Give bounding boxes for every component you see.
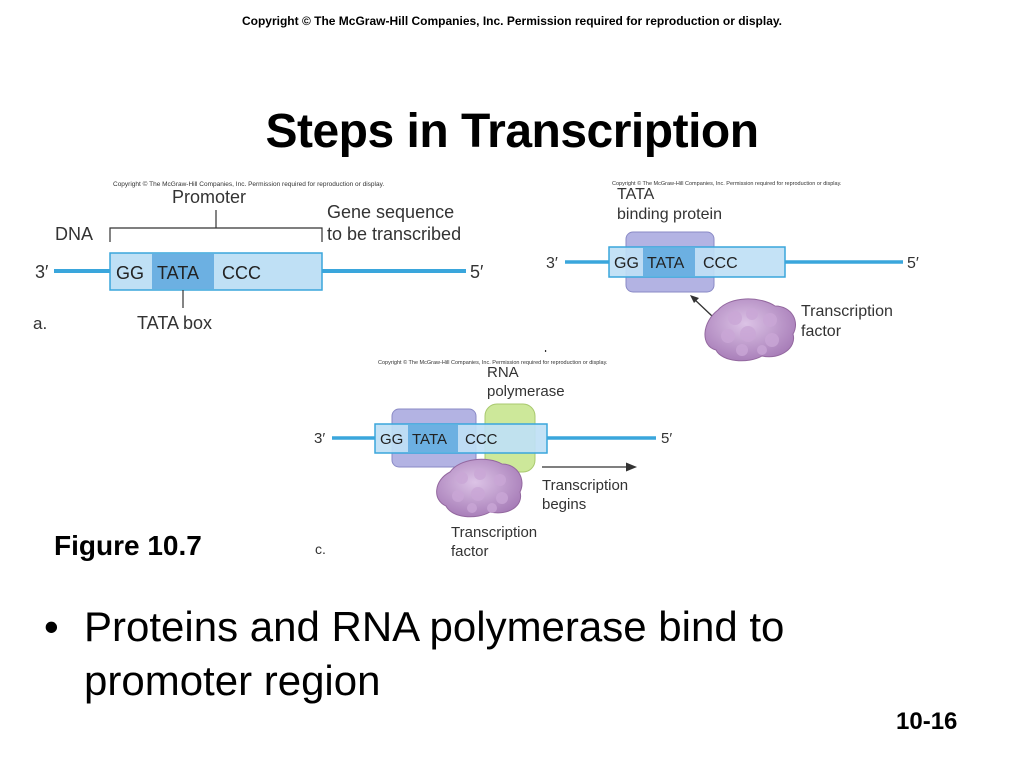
tata-region (152, 254, 214, 289)
promoter-box (608, 246, 786, 278)
panel-c: Copyright © The McGraw-Hill Companies, I… (314, 359, 672, 560)
slide-title: Steps in Transcription (265, 105, 759, 158)
gg-sequence: GG (380, 431, 403, 448)
rna-polymerase-label-1: RNA (487, 364, 519, 381)
panel-c-letter: c. (315, 541, 326, 557)
promoter-box (374, 423, 548, 454)
gene-sequence-label-2: to be transcribed (327, 224, 461, 244)
gene-sequence-label-1: Gene sequence (327, 202, 454, 222)
tata-region (408, 425, 458, 452)
tata-region (643, 248, 695, 276)
transcription-factor-label-2: factor (801, 323, 842, 340)
panel-b-copyright: Copyright © The McGraw-Hill Companies, I… (612, 180, 842, 187)
tata-sequence: TATA (412, 431, 447, 448)
tata-sequence: TATA (647, 255, 685, 272)
promoter-box (109, 252, 323, 291)
binding-arrow (692, 297, 713, 317)
transcription-factor-blob (436, 458, 523, 518)
ccc-sequence: CCC (222, 263, 261, 283)
promoter-bracket (109, 227, 323, 242)
ccc-sequence: CCC (703, 255, 738, 272)
slide-number: 10-16 (896, 708, 958, 735)
transcription-factor-blob (704, 298, 797, 362)
dna-label: DNA (55, 224, 93, 244)
tata-sequence: TATA (157, 263, 199, 283)
ccc-sequence: CCC (465, 431, 498, 448)
binding-arrowhead (690, 295, 699, 303)
five-prime-end: 5′ (907, 255, 919, 272)
transcription-factor-label-2: factor (451, 543, 489, 560)
gg-sequence: GG (116, 263, 144, 283)
transcription-begins-label-1: Transcription (542, 477, 628, 494)
tata-box-label: TATA box (137, 313, 212, 333)
tbp-label-2: binding protein (617, 206, 722, 223)
panel-a-letter: a. (33, 314, 47, 333)
bullet-text: Proteins and RNA polymerase bind to prom… (84, 603, 785, 704)
bullet-mark: • (44, 603, 59, 650)
gg-sequence: GG (614, 255, 639, 272)
figure-label: Figure 10.7 (54, 530, 202, 561)
panel-c-copyright: Copyright © The McGraw-Hill Companies, I… (378, 359, 608, 366)
panel-a: Copyright © The McGraw-Hill Companies, I… (33, 180, 484, 333)
rna-polymerase-label-2: polymerase (487, 383, 565, 400)
three-prime-end: 3′ (314, 430, 325, 447)
promoter-label: Promoter (172, 187, 246, 207)
three-prime-end: 3′ (35, 262, 49, 282)
transcription-begins-label-2: begins (542, 496, 586, 513)
tbp-label-1: TATA (617, 186, 655, 203)
three-prime-end: 3′ (546, 255, 558, 272)
transcription-factor-label-1: Transcription (451, 524, 537, 541)
transcription-arrowhead (626, 462, 637, 472)
five-prime-end: 5′ (470, 262, 484, 282)
panel-b: Copyright © The McGraw-Hill Companies, I… (544, 180, 919, 363)
panel-a-copyright: Copyright © The McGraw-Hill Companies, I… (113, 180, 384, 188)
transcription-factor-label-1: Transcription (801, 303, 893, 320)
panel-c-backdrop (372, 352, 618, 364)
five-prime-end: 5′ (661, 430, 672, 447)
copyright-notice: Copyright © The McGraw-Hill Companies, I… (241, 14, 783, 28)
